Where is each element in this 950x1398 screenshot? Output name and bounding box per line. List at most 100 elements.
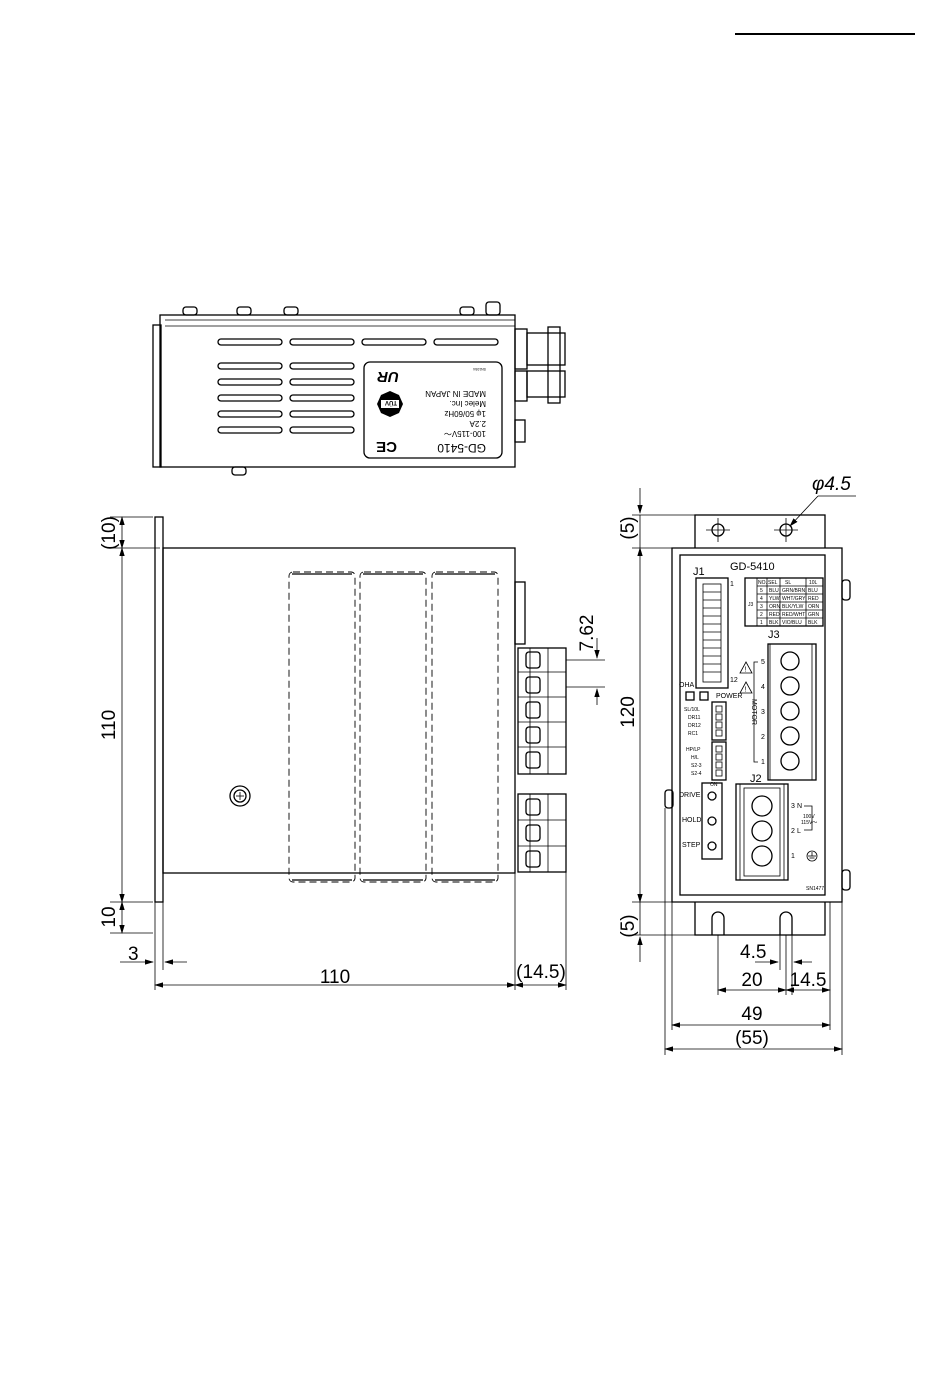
svg-text:H/L: H/L xyxy=(691,755,699,761)
svg-text:100V: 100V xyxy=(803,814,815,820)
dim-slot-width: 4.5 xyxy=(740,942,766,963)
svg-text:RED: RED xyxy=(769,612,780,618)
led-drive-label: DRIVE xyxy=(679,792,701,799)
svg-text:SL: SL xyxy=(785,580,791,586)
wire-table-row: 2 RED RED/WHT GRN xyxy=(760,612,820,618)
label-maker: Melec Inc. xyxy=(450,399,486,408)
wire-table-row: 1 BLK VIO/BLU BLK xyxy=(760,620,818,626)
label-model: GD-5410 xyxy=(437,441,486,455)
dim-top-offset: (5) xyxy=(618,516,639,539)
svg-text:!: ! xyxy=(745,667,747,674)
j1-label: J1 xyxy=(693,566,705,578)
dim-hole-spacing: 20 xyxy=(741,970,762,991)
j3-label: J3 xyxy=(768,629,780,641)
svg-text:4: 4 xyxy=(760,596,763,602)
j1-connector: J1 1 12 xyxy=(693,566,738,689)
svg-text:2: 2 xyxy=(761,734,765,741)
svg-text:1: 1 xyxy=(761,759,765,766)
dim-bottom-offset: (5) xyxy=(618,914,639,937)
label-current: 2.2A xyxy=(469,419,486,428)
dip-switch-upper: SL/10L DR11 DR12 RC1 xyxy=(684,701,727,741)
svg-text:GRN/BRN: GRN/BRN xyxy=(782,588,805,594)
front-view: GD-5410 J1 1 12 OHA POWER SL/10L xyxy=(618,474,856,1055)
svg-text:DR12: DR12 xyxy=(688,723,701,729)
svg-text:2: 2 xyxy=(760,612,763,618)
dip-on-label: ON xyxy=(710,782,718,788)
label-serial: SN1054 xyxy=(473,367,486,371)
wire-table: J3 NO. SEL SL 10L 5 BLU GRN/BRN BLU 4 YL… xyxy=(744,577,824,627)
ur-logo-icon: UR xyxy=(377,368,399,385)
svg-text:S2-3: S2-3 xyxy=(691,763,702,769)
j1-pin-12: 12 xyxy=(730,677,738,684)
motor-label: MOTOR xyxy=(750,699,757,725)
mounting-holes xyxy=(706,518,798,935)
label-ce-mark: CE xyxy=(376,438,397,455)
power-label: POWER xyxy=(716,693,742,700)
label-origin: MADE IN JAPAN xyxy=(425,389,486,398)
top-vents xyxy=(217,338,499,434)
svg-text:BLU: BLU xyxy=(808,588,818,594)
header-rule xyxy=(735,33,915,35)
svg-text:SEL: SEL xyxy=(768,580,778,586)
dim-connector: (14.5) xyxy=(516,962,566,983)
j2-power-terminal: J2 3 2 1 N L 100V 115V～ SN1477 xyxy=(735,773,824,892)
svg-text:TÜV: TÜV xyxy=(385,399,397,406)
side-vents xyxy=(288,571,499,883)
top-screws xyxy=(182,301,501,476)
side-connector-j3 xyxy=(517,647,567,775)
svg-text:5: 5 xyxy=(760,588,763,594)
ground-icon xyxy=(806,850,818,862)
svg-text:BLU: BLU xyxy=(769,588,779,594)
nameplate: GD-5410 100-115V～ 2.2A 1φ 50/60Hz Melec … xyxy=(363,361,503,459)
label-phase: 1φ 50/60Hz xyxy=(444,409,486,418)
front-dimensions: φ4.5 (5) 120 (5) xyxy=(618,474,856,1055)
svg-text:WHT/GRY: WHT/GRY xyxy=(782,596,806,602)
dim-flange-top: (10) xyxy=(99,516,120,550)
svg-text:115V～: 115V～ xyxy=(801,820,817,826)
svg-text:N: N xyxy=(797,803,802,810)
led-step-label: STEP xyxy=(682,842,701,849)
power-led xyxy=(699,691,709,701)
oha-led xyxy=(685,691,695,701)
svg-text:HP/LP: HP/LP xyxy=(686,747,701,753)
dim-pitch: 7.62 xyxy=(577,615,598,652)
label-voltage: 100-115V～ xyxy=(444,429,486,438)
panel-serial: SN1477 xyxy=(806,886,824,892)
svg-text:4: 4 xyxy=(761,684,765,691)
svg-text:10L: 10L xyxy=(809,580,818,586)
dim-side-height: 110 xyxy=(99,710,120,740)
svg-text:SL/10L: SL/10L xyxy=(684,707,700,713)
svg-text:ORN: ORN xyxy=(769,604,781,610)
svg-text:RC1: RC1 xyxy=(688,731,698,737)
svg-text:RED/WHT: RED/WHT xyxy=(782,612,805,618)
svg-text:3: 3 xyxy=(760,604,763,610)
wire-table-row: 5 BLU GRN/BRN BLU xyxy=(760,588,818,594)
svg-text:!: ! xyxy=(745,687,747,694)
dim-front-height: 120 xyxy=(618,696,639,728)
dim-edge-offset: 14.5 xyxy=(790,970,827,991)
svg-text:1: 1 xyxy=(760,620,763,626)
panel-model: GD-5410 xyxy=(730,561,775,573)
oha-label: OHA xyxy=(679,682,695,689)
wire-table-row: 3 ORN BLK/YLW ORN xyxy=(760,604,820,610)
svg-text:S2-4: S2-4 xyxy=(691,771,702,777)
tuv-logo-icon: TÜV xyxy=(377,391,403,417)
svg-text:BLK: BLK xyxy=(769,620,779,626)
svg-text:VIO/BLU: VIO/BLU xyxy=(782,620,802,626)
svg-text:NO.: NO. xyxy=(758,580,767,586)
svg-text:5: 5 xyxy=(761,659,765,666)
svg-text:DR11: DR11 xyxy=(688,715,701,721)
status-leds: DRIVE HOLD STEP xyxy=(679,782,723,860)
side-ground-screw-icon xyxy=(229,785,251,807)
side-connector-j2 xyxy=(517,793,567,873)
svg-text:BLK: BLK xyxy=(808,620,818,626)
dim-plate: 3 xyxy=(128,944,139,965)
top-connectors xyxy=(514,326,566,443)
side-view: (10) 110 10 3 110 (14.5) 7.62 xyxy=(99,516,605,990)
svg-text:2: 2 xyxy=(791,828,795,835)
top-view: GD-5410 100-115V～ 2.2A 1φ 50/60Hz Melec … xyxy=(152,301,566,476)
svg-text:3: 3 xyxy=(791,803,795,810)
j3-motor-terminal: J3 5 4 3 2 1 MOTOR ! ! xyxy=(739,629,817,781)
dim-overall-width: (55) xyxy=(735,1028,769,1049)
